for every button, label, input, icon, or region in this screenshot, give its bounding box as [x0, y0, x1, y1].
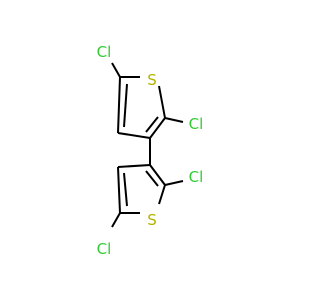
bond-c3p-c2p-double [145, 170, 159, 187]
atom-s-top: S [147, 71, 157, 89]
atom-s-bottom: S [147, 211, 157, 229]
bond-c2-cl [164, 117, 184, 123]
bonds-top-ring [111, 62, 184, 139]
bond-cl-c5 [111, 62, 121, 78]
atom-cl-top-left: Cl [97, 43, 112, 61]
bonds-bottom-ring [111, 164, 184, 228]
atom-cl-bottom-left: Cl [97, 240, 112, 258]
bond-c2-c3-double [145, 116, 159, 133]
bond-c4-c5 [117, 76, 121, 134]
atom-cl-mid-right: Cl [189, 168, 204, 186]
atom-labels: Cl S Cl Cl S Cl [97, 43, 204, 258]
bond-c2p-cl [164, 180, 184, 186]
bond-c3-c4 [117, 132, 151, 139]
atom-cl-top-right: Cl [189, 115, 204, 133]
bond-c5p-c4p-double [123, 172, 128, 207]
bond-c3p-c2p [149, 164, 166, 186]
bond-c4-c5-double [123, 83, 128, 128]
bond-c4p-c3p [117, 164, 151, 168]
molecule-structure: Cl S Cl Cl S Cl [97, 43, 204, 258]
bond-c2p-s [158, 184, 166, 205]
bond-c2-c3 [149, 117, 166, 139]
bond-s1-c2 [158, 85, 166, 119]
bond-c5p-c4p [117, 166, 121, 214]
bond-c5p-cl [111, 212, 121, 228]
